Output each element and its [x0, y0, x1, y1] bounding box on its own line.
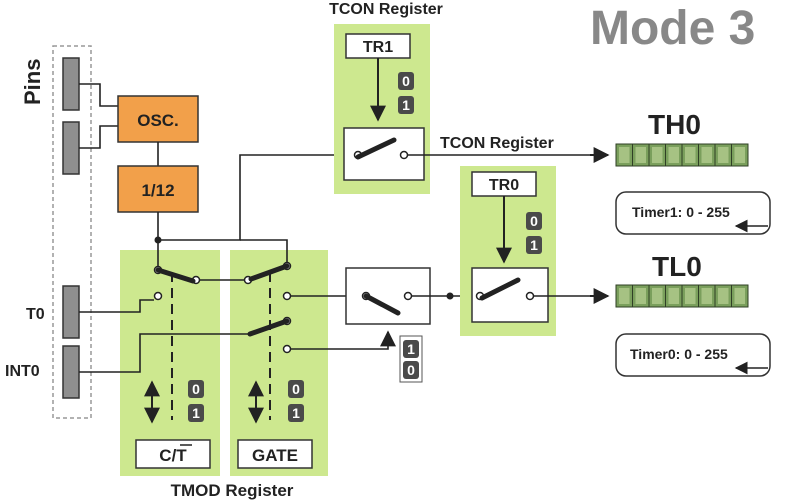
register-cell-highlight	[701, 147, 712, 163]
register-cell-highlight	[619, 288, 630, 304]
svg-text:0: 0	[407, 362, 415, 378]
register-cell-highlight	[668, 147, 679, 163]
svg-text:0: 0	[292, 381, 300, 397]
ct-box	[135, 439, 211, 469]
tr0-label: TR0	[489, 177, 519, 194]
svg-text:0: 0	[192, 381, 200, 397]
svg-text:1: 1	[407, 341, 415, 357]
tmod-label: TMOD Register	[171, 481, 294, 500]
osc-label: OSC.	[137, 111, 179, 130]
register-cell-highlight	[685, 288, 696, 304]
register-cell-highlight	[734, 147, 745, 163]
pin-osc-2	[62, 121, 80, 175]
junction-dot-2	[446, 292, 454, 300]
register-cell-highlight	[635, 288, 646, 304]
tcon-mid-label: TCON Register	[440, 135, 554, 152]
timer0-range-label: Timer0: 0 - 255	[630, 346, 728, 362]
register-cell-highlight	[734, 288, 745, 304]
register-cell-highlight	[701, 288, 712, 304]
register-cell-highlight	[668, 288, 679, 304]
gate-box	[237, 439, 313, 469]
register-cell-highlight	[718, 288, 729, 304]
th0-register	[615, 143, 749, 167]
bit-badge-tr1-0	[398, 72, 414, 90]
pins-label: Pins	[20, 59, 45, 105]
svg-text:1: 1	[292, 405, 300, 421]
gate-panel	[230, 250, 328, 476]
tr1-label: TR1	[363, 39, 393, 56]
tr0-box	[471, 171, 537, 197]
timer1-range-box	[615, 191, 771, 235]
bit-badge-gate-0	[288, 380, 304, 398]
mode-title: Mode 3	[590, 2, 755, 55]
bit-badge-gate-1	[288, 404, 304, 422]
pin-int0	[62, 345, 80, 399]
timer0-range-box	[615, 333, 771, 377]
int0-label: INT0	[5, 363, 40, 380]
register-cell-highlight	[619, 147, 630, 163]
bit-badge-ct-1	[188, 404, 204, 422]
bit-badge-mid-0	[403, 361, 419, 379]
svg-text:0: 0	[530, 213, 538, 229]
svg-text:1: 1	[402, 97, 410, 113]
tl0-label: TL0	[652, 251, 702, 282]
svg-text:1: 1	[192, 405, 200, 421]
pins-container	[52, 45, 92, 419]
bit-badge-tr0-0	[526, 212, 542, 230]
svg-text:1: 1	[530, 237, 538, 253]
divider-label: 1/12	[141, 181, 174, 200]
ct-label: C/T	[159, 446, 187, 465]
register-cell-highlight	[635, 147, 646, 163]
th0-label: TH0	[648, 109, 701, 140]
gate-label: GATE	[252, 446, 298, 465]
svg-text:0: 0	[402, 73, 410, 89]
t0-label: T0	[26, 306, 45, 323]
timer1-range-label: Timer1: 0 - 255	[632, 204, 730, 220]
ct-panel	[120, 250, 220, 476]
pin-t0	[62, 285, 80, 339]
bit-badge-tr1-1	[398, 96, 414, 114]
tr1-box	[345, 33, 411, 59]
register-cell-highlight	[652, 147, 663, 163]
tl0-register	[615, 284, 749, 308]
pin-osc-1	[62, 57, 80, 111]
tcon-top-label: TCON Register	[329, 1, 443, 18]
register-cell-highlight	[718, 147, 729, 163]
bit-badge-mid-1	[403, 340, 419, 358]
register-cell-highlight	[685, 147, 696, 163]
bit-badge-ct-0	[188, 380, 204, 398]
divider-box	[117, 165, 199, 213]
register-cell-highlight	[652, 288, 663, 304]
bit-badge-tr0-1	[526, 236, 542, 254]
